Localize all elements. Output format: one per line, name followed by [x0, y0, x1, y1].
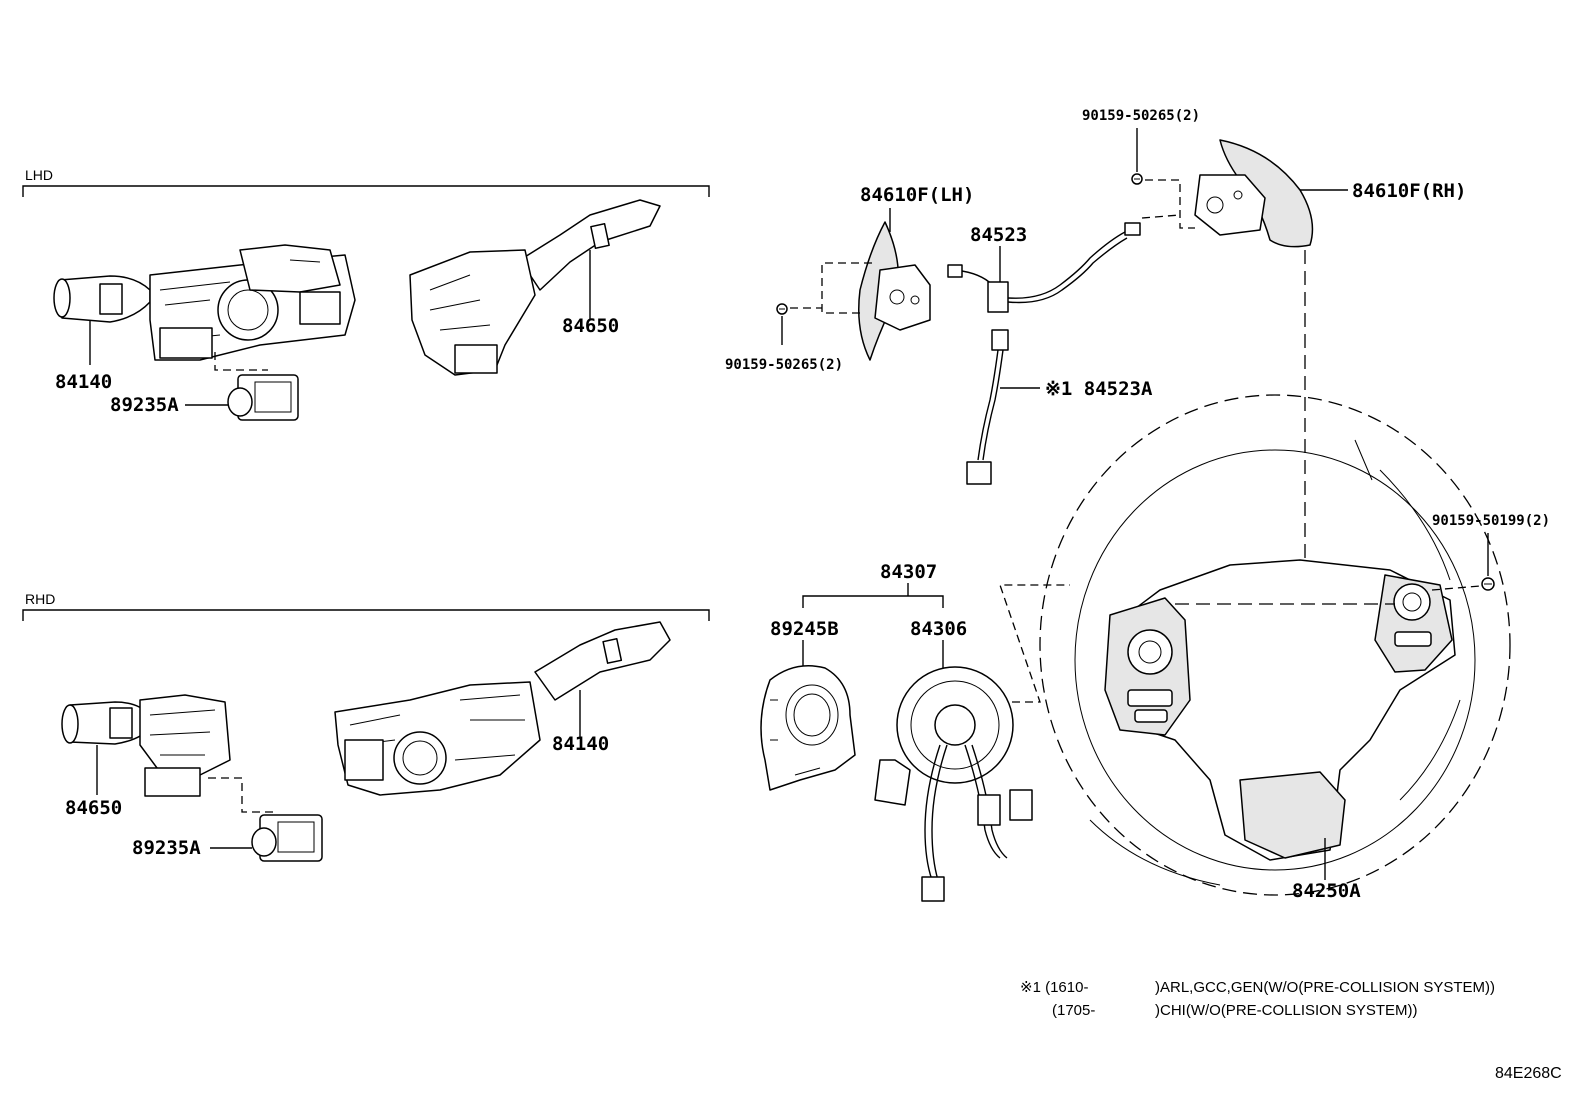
spiral-to-wheel-dash — [999, 584, 1070, 703]
spiral-cable-84306[interactable] — [874, 666, 1033, 902]
label-84523: 84523 — [970, 224, 1027, 246]
harness-84523[interactable] — [947, 222, 1141, 313]
rh-paddle-dash-box — [1141, 179, 1195, 229]
lhd-wiper-switch-84650[interactable] — [409, 199, 661, 376]
paddle-84610f-rh[interactable] — [1194, 139, 1314, 248]
note-line1-text: )ARL,GCC,GEN(W/O(PRE-COLLISION SYSTEM)) — [1155, 979, 1495, 996]
harness-84523a[interactable] — [966, 329, 1009, 485]
illustration-code: 84E268C — [1495, 1065, 1562, 1082]
rhd-section-bracket — [22, 609, 710, 621]
lhd-84140-dash-to-89235a — [214, 352, 268, 371]
label-84610f-rh: 84610F(RH) — [1352, 180, 1466, 202]
lhd-section-bracket — [22, 185, 710, 197]
note-line2-text: )CHI(W/O(PRE-COLLISION SYSTEM)) — [1155, 1002, 1418, 1019]
label-screw-top: 90159-50265(2) — [1082, 108, 1200, 124]
label-rhd-84650: 84650 — [65, 797, 122, 819]
label-lhd-84140: 84140 — [55, 371, 112, 393]
paddle-84610f-lh[interactable] — [858, 221, 931, 361]
label-84306: 84306 — [910, 618, 967, 640]
label-lhd-84650: 84650 — [562, 315, 619, 337]
screw-right-dash — [1431, 585, 1481, 591]
lhd-turn-signal-switch-84140[interactable] — [53, 244, 356, 361]
note-line2-prefix: (1705- — [1052, 1002, 1095, 1019]
label-lhd-89235a: 89235A — [110, 394, 179, 416]
screw-right-90159-50199[interactable] — [1481, 577, 1495, 591]
lhd-section-label: LHD — [25, 167, 53, 183]
lh-paddle-dash-box — [790, 262, 872, 314]
lhd-switch-89235a[interactable] — [227, 374, 299, 421]
label-rhd-84140: 84140 — [552, 733, 609, 755]
rhd-turn-signal-switch-84140[interactable] — [334, 621, 671, 796]
label-89245b: 89245B — [770, 618, 839, 640]
rhd-switch-89235a[interactable] — [251, 814, 323, 862]
wheel-rim-outline — [1039, 394, 1511, 896]
bracket-84307 — [802, 595, 944, 608]
label-84523a: ※1 84523A — [1045, 378, 1153, 400]
sensor-89245b[interactable] — [760, 665, 856, 791]
label-screw-left: 90159-50265(2) — [725, 357, 843, 373]
label-rhd-89235a: 89235A — [132, 837, 201, 859]
rhd-84650-dash-to-89235a — [208, 777, 275, 813]
label-84307: 84307 — [880, 561, 937, 583]
rhd-wiper-switch-84650[interactable] — [61, 694, 231, 797]
label-84250a: 84250A — [1292, 880, 1361, 902]
label-screw-right: 90159-50199(2) — [1432, 513, 1550, 529]
applicability-notes: ※1 (1610- )ARL,GCC,GEN(W/O(PRE-COLLISION… — [1020, 979, 1495, 1019]
rhd-section-label: RHD — [25, 591, 55, 607]
screw-top-90159-50265[interactable] — [1131, 173, 1143, 185]
note-line1-prefix: ※1 (1610- — [1020, 979, 1088, 996]
label-84610f-lh: 84610F(LH) — [860, 184, 974, 206]
screw-left-90159-50265[interactable] — [776, 303, 788, 315]
steering-wheel-84250a[interactable] — [1039, 394, 1511, 896]
